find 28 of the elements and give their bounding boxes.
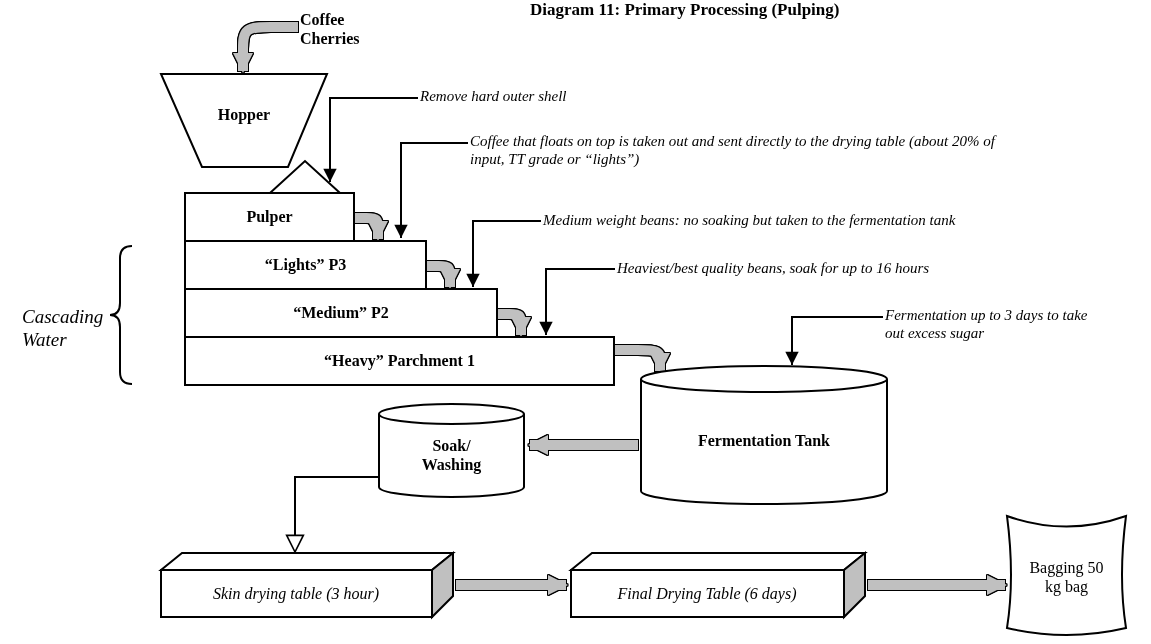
arrow <box>394 142 469 239</box>
side-label: Cascading Water <box>22 306 104 352</box>
node-label: Soak/ Washing <box>420 437 483 474</box>
node-label: Final Drying Table (6 days) <box>617 584 797 604</box>
block-arrow <box>233 22 299 73</box>
annotation-text: Remove hard outer shell <box>420 87 567 105</box>
arrow <box>539 268 616 336</box>
node-label: “Medium” P2 <box>293 303 389 323</box>
node-label: Hopper <box>217 106 271 125</box>
node-label: “Heavy” Parchment 1 <box>324 351 475 371</box>
block-arrow <box>456 575 568 595</box>
annotation-text: Fermentation up to 3 days to take out excess sugar <box>885 306 1090 342</box>
arrow <box>323 97 419 183</box>
block-arrow <box>868 575 1007 595</box>
annotation-text: Heaviest/best quality beans, soak for up to 16 hours <box>617 259 930 277</box>
node-label: Skin drying table (3 hour) <box>212 584 380 604</box>
arrow <box>785 316 884 366</box>
arrow <box>285 476 379 553</box>
annotation-text: Coffee Cherries <box>300 10 380 49</box>
diagram-title: Diagram 11: Primary Processing (Pulping) <box>530 0 840 20</box>
arrow <box>466 220 542 288</box>
annotation-text: Coffee that floats on top is taken out and sent directly to the drying table (about 20% of input, TT grade or “lights”) <box>470 132 1000 168</box>
annotation-text: Medium weight beans: no soaking but taken to the fermentation tank <box>543 211 956 229</box>
node-label: Fermentation Tank <box>698 432 830 451</box>
block-arrow <box>528 435 638 455</box>
node-label: Bagging 50 kg bag <box>1028 559 1105 596</box>
node-label: “Lights” P3 <box>264 255 347 275</box>
node-label: Pulper <box>246 207 293 227</box>
